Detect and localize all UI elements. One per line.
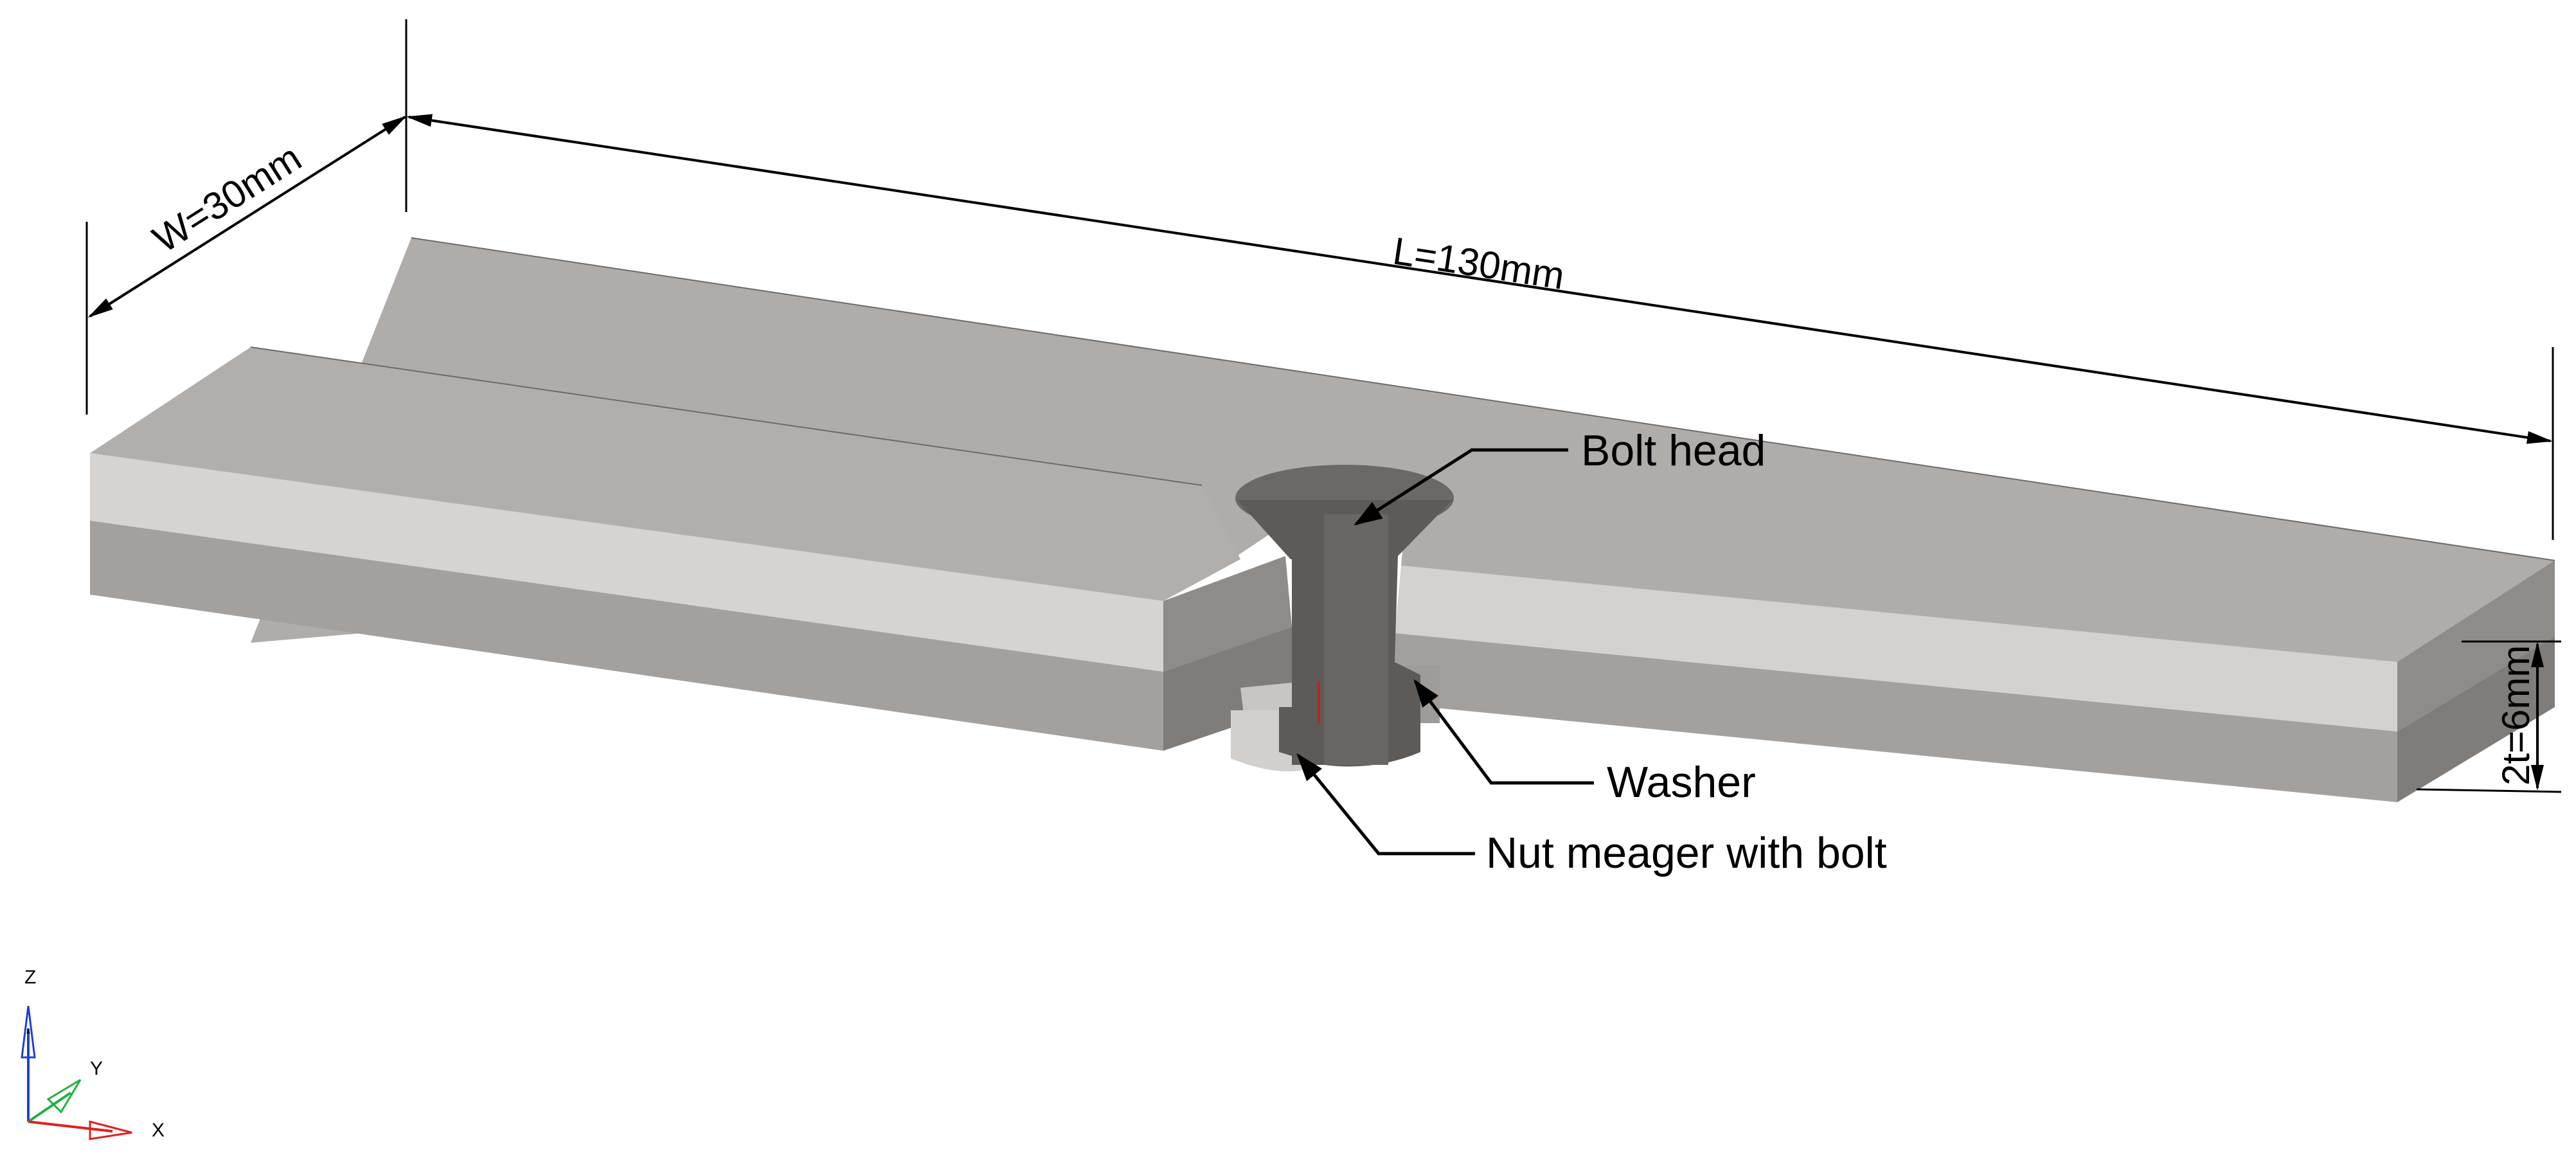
thickness-label: 2t=6mm [2494,645,2537,785]
x-axis-label: X [152,1120,165,1141]
nut-callout: Nut meager with bolt [1296,753,1887,877]
axis-triad: Z Y X [21,967,165,1141]
nut-leader [1296,753,1475,856]
right-lower-plate-end-face [2397,636,2555,802]
length-label: L=130mm [1390,229,1567,298]
lower-plate-right-front-face [1395,633,2397,802]
x-axis-line [28,1120,113,1133]
bolt-head-callout: Bolt head [1354,426,1766,526]
z-axis-label: Z [24,967,36,988]
bolt-assembly [1231,465,1454,771]
bolt-head-leader [1354,448,1568,526]
bolt-head-label: Bolt head [1581,426,1766,475]
washer-callout: Washer [1413,679,1756,807]
y-axis-line [27,1091,72,1123]
bolt-shank-highlight [1324,514,1388,765]
left-plate-front-face [90,453,1163,672]
left-plate-end-face [1163,556,1292,672]
right-plate-top-face [1401,495,2555,667]
left-plate-top-face [90,347,1240,601]
washer-leader [1413,679,1594,785]
nut-label: Nut meager with bolt [1486,829,1887,877]
length-dimension-line [406,114,2553,444]
washer-label: Washer [1607,758,1756,807]
x-axis-arrowhead [89,1120,132,1140]
thickness-extension-bottom [2416,788,2562,793]
right-plate-end-face [2397,561,2555,731]
width-label: W=30mm [145,136,309,261]
y-axis-label: Y [90,1058,103,1079]
z-axis-arrowhead [21,1005,36,1059]
lower-plate-left-front-face [90,521,1163,751]
right-plate-front-face [1395,566,2397,731]
lower-plate-end-face [1163,627,1292,751]
y-axis-arrowhead [46,1079,82,1114]
thickness-dimension: 2t=6mm [2416,640,2562,793]
width-dimension-line [87,115,407,318]
